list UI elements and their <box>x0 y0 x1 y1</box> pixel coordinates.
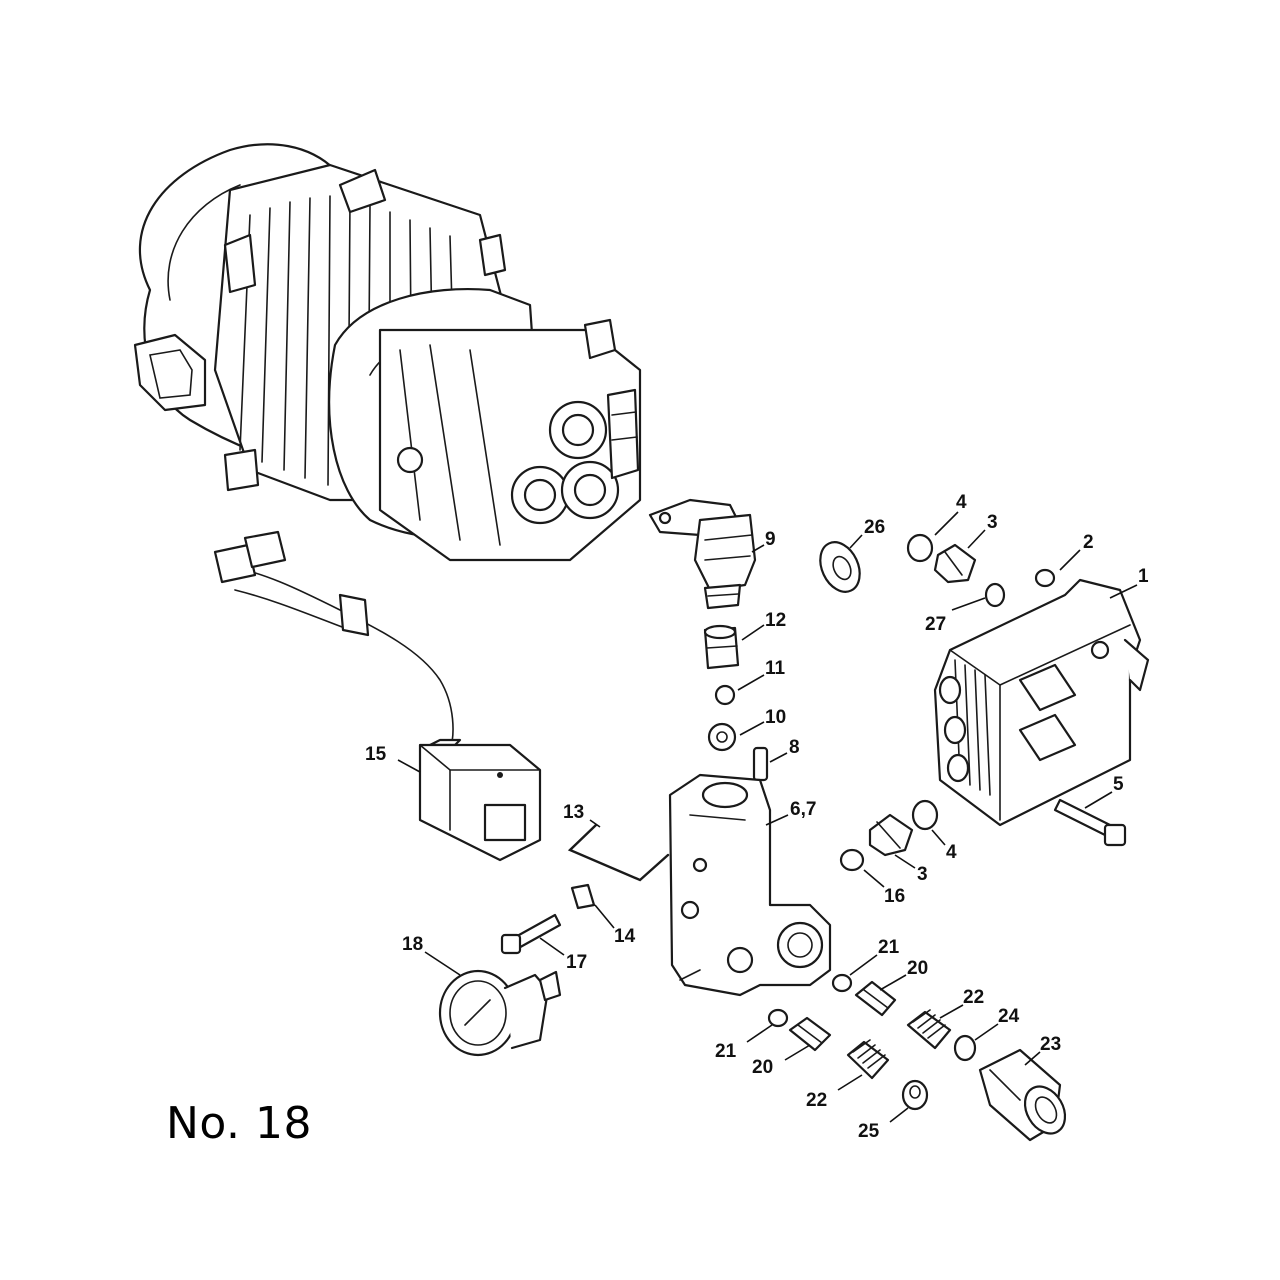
part-12-valve-seat <box>703 624 740 670</box>
part-8-pin <box>752 746 769 782</box>
callout-11: 11 <box>765 658 786 679</box>
part-24-o-ring <box>953 1034 977 1062</box>
callout-15: 15 <box>365 744 387 765</box>
callout-5: 5 <box>1113 774 1124 795</box>
part-2-o-ring <box>1034 568 1056 588</box>
callout-20-upper: 20 <box>907 958 928 979</box>
part-4-o-ring-lower <box>911 799 939 831</box>
part-25-cap <box>901 1079 929 1111</box>
callout-numbers: 1 2 3 4 27 26 9 12 11 10 8 6,7 5 4 3 16 … <box>365 492 1149 1142</box>
motor-pump-assembly <box>133 143 642 562</box>
part-11-ball <box>714 684 736 706</box>
callout-8: 8 <box>789 737 800 758</box>
callout-1: 1 <box>1138 566 1149 587</box>
callout-4-lower: 4 <box>946 842 957 863</box>
callout-20-lower: 20 <box>752 1057 773 1078</box>
part-13-hex-key <box>567 823 670 882</box>
part-18-pressure-gauge <box>438 969 562 1057</box>
part-27-washer <box>984 582 1006 608</box>
part-23-inlet-fitting <box>978 1048 1067 1142</box>
callout-26: 26 <box>864 517 885 538</box>
part-1-valve-head <box>933 578 1150 827</box>
callout-3-lower: 3 <box>917 864 928 885</box>
callout-17: 17 <box>566 952 587 973</box>
callout-12: 12 <box>765 610 786 631</box>
callout-10: 10 <box>765 707 786 728</box>
part-26-seal <box>819 541 861 593</box>
part-14-washer <box>570 883 596 910</box>
callout-21-upper: 21 <box>878 937 900 958</box>
part-21-o-ring-upper <box>831 973 853 993</box>
part-20-valve-lower <box>788 1016 832 1052</box>
callout-9: 9 <box>765 529 776 550</box>
callout-4-upper: 4 <box>956 492 967 513</box>
callout-3-upper: 3 <box>987 512 998 533</box>
callout-14: 14 <box>614 926 636 947</box>
part-20-valve-upper <box>854 980 897 1017</box>
part-5-screw <box>1053 798 1127 847</box>
part-17-screw <box>500 913 562 955</box>
callout-13: 13 <box>563 802 584 823</box>
callout-6-7: 6,7 <box>790 799 816 820</box>
part-21-o-ring-lower <box>767 1008 789 1028</box>
part-22-spring-lower <box>846 1039 890 1080</box>
callout-16: 16 <box>884 886 905 907</box>
part-9-unloader-valve <box>648 498 757 610</box>
part-3-valve-upper <box>933 543 977 584</box>
figure-label: No. 18 <box>166 1098 313 1149</box>
callout-18: 18 <box>402 934 423 955</box>
leader-lines <box>397 511 1138 1123</box>
part-3-valve-lower <box>868 813 914 857</box>
part-16-o-ring <box>839 848 865 872</box>
callout-22-upper: 22 <box>963 987 984 1008</box>
callout-21-lower: 21 <box>715 1041 737 1062</box>
part-10-nut <box>707 722 737 752</box>
callout-24: 24 <box>998 1006 1020 1027</box>
callout-2: 2 <box>1083 532 1094 553</box>
callout-23: 23 <box>1040 1034 1061 1055</box>
part-22-spring-upper <box>906 1009 952 1050</box>
callout-27: 27 <box>925 614 946 635</box>
part-6-7-housing <box>668 773 832 997</box>
part-4-o-ring-upper <box>906 533 934 563</box>
callout-22-lower: 22 <box>806 1090 827 1111</box>
part-15-pressure-switch <box>213 530 542 862</box>
callout-25: 25 <box>858 1121 880 1142</box>
